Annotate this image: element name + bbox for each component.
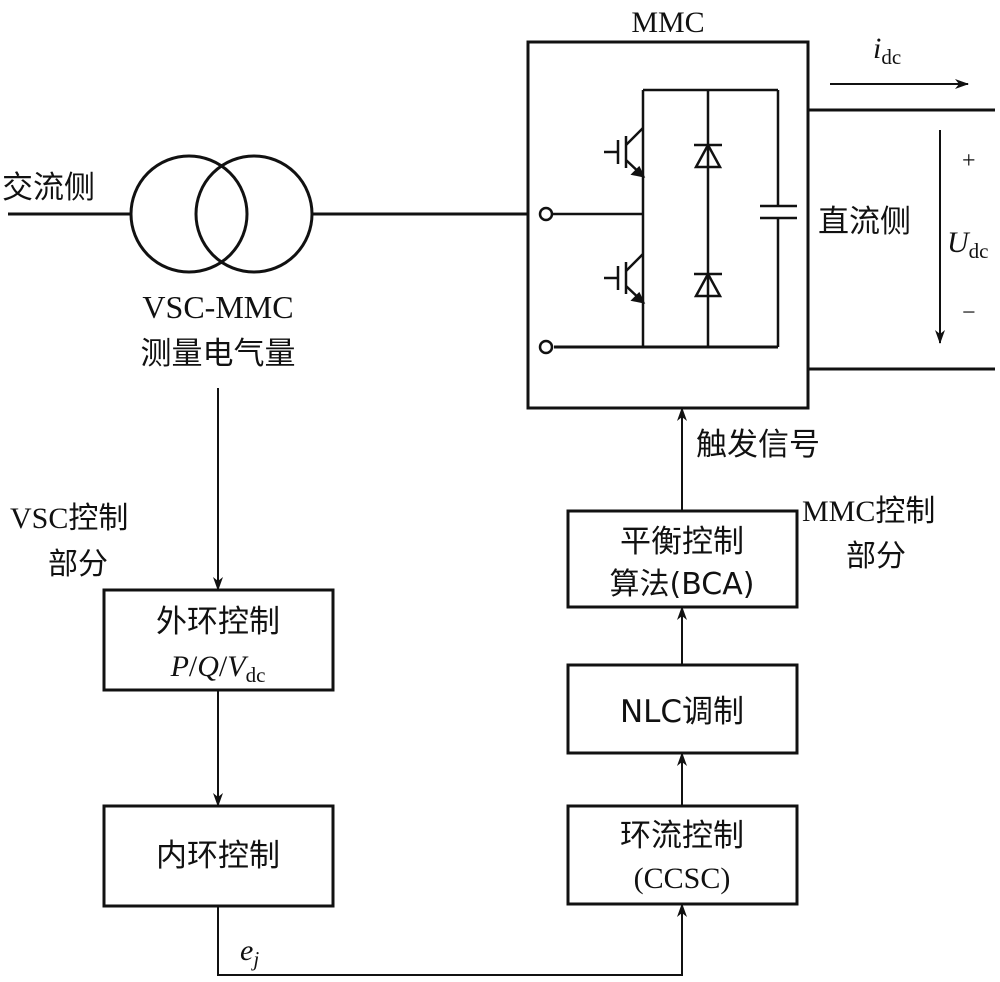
udc-plus: +	[962, 148, 976, 174]
udc-minus: −	[962, 300, 976, 326]
submodule-terminal-bottom	[538, 339, 554, 355]
bca-title-line2: 算法(BCA)	[610, 567, 755, 602]
idc-label: idc	[873, 32, 901, 69]
measurement-label-line2: 测量电气量	[141, 336, 296, 372]
igbt-upper	[604, 127, 646, 178]
vsc-section-label-line2: 部分	[48, 547, 108, 582]
diode-upper	[693, 142, 723, 169]
transformer-winding-left	[129, 154, 249, 274]
mmc-section-label-line2: 部分	[846, 539, 906, 574]
udc-label: Udc	[947, 226, 989, 263]
ej-label: ej	[240, 934, 259, 971]
measurement-label-line1: VSC-MMC	[142, 289, 293, 325]
transformer-winding-right	[194, 154, 314, 274]
mmc-section-label-line1: MMC控制	[802, 495, 935, 528]
ac-side-label: 交流侧	[2, 170, 95, 206]
submodule-terminal-top	[538, 206, 554, 222]
submodule	[538, 88, 797, 355]
mmc-box	[526, 40, 810, 410]
dc-side-label: 直流侧	[818, 204, 911, 240]
trigger-label: 触发信号	[696, 427, 820, 463]
mmc-label: MMC	[631, 6, 704, 39]
arrow-inner-to-ccsc	[217, 903, 687, 976]
igbt-lower	[604, 253, 646, 304]
vsc-section-label-line1: VSC控制	[10, 502, 128, 535]
outer-loop-title: 外环控制	[156, 604, 280, 640]
ccsc-title-line2: (CCSC)	[634, 862, 731, 895]
outer-loop-variables: P/Q/Vdc	[170, 650, 266, 687]
nlc-title: NLC调制	[620, 694, 744, 730]
diode-lower	[693, 271, 723, 298]
ccsc-title-line1: 环流控制	[620, 818, 744, 854]
inner-loop-title: 内环控制	[156, 838, 280, 874]
bca-title-line1: 平衡控制	[620, 524, 744, 560]
